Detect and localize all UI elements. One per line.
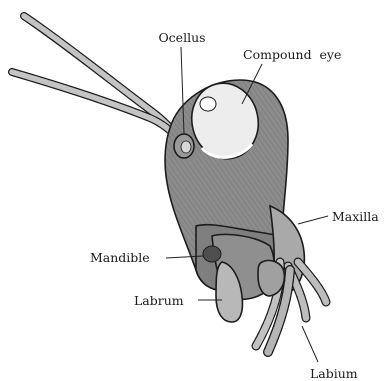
- leader-labium: [302, 326, 318, 362]
- ocellus: [174, 134, 194, 158]
- label-maxilla: Maxilla: [332, 209, 379, 224]
- label-labium: Labium: [310, 366, 358, 381]
- label-ocellus: Ocellus: [158, 30, 205, 45]
- leader-maxilla: [298, 216, 328, 224]
- mandible-spot: [203, 246, 221, 262]
- label-compound-eye: Compound eye: [243, 47, 341, 62]
- labium-lobe: [258, 260, 284, 296]
- label-labrum: Labrum: [134, 293, 184, 308]
- label-mandible: Mandible: [90, 250, 150, 265]
- antenna-lower: [12, 72, 182, 146]
